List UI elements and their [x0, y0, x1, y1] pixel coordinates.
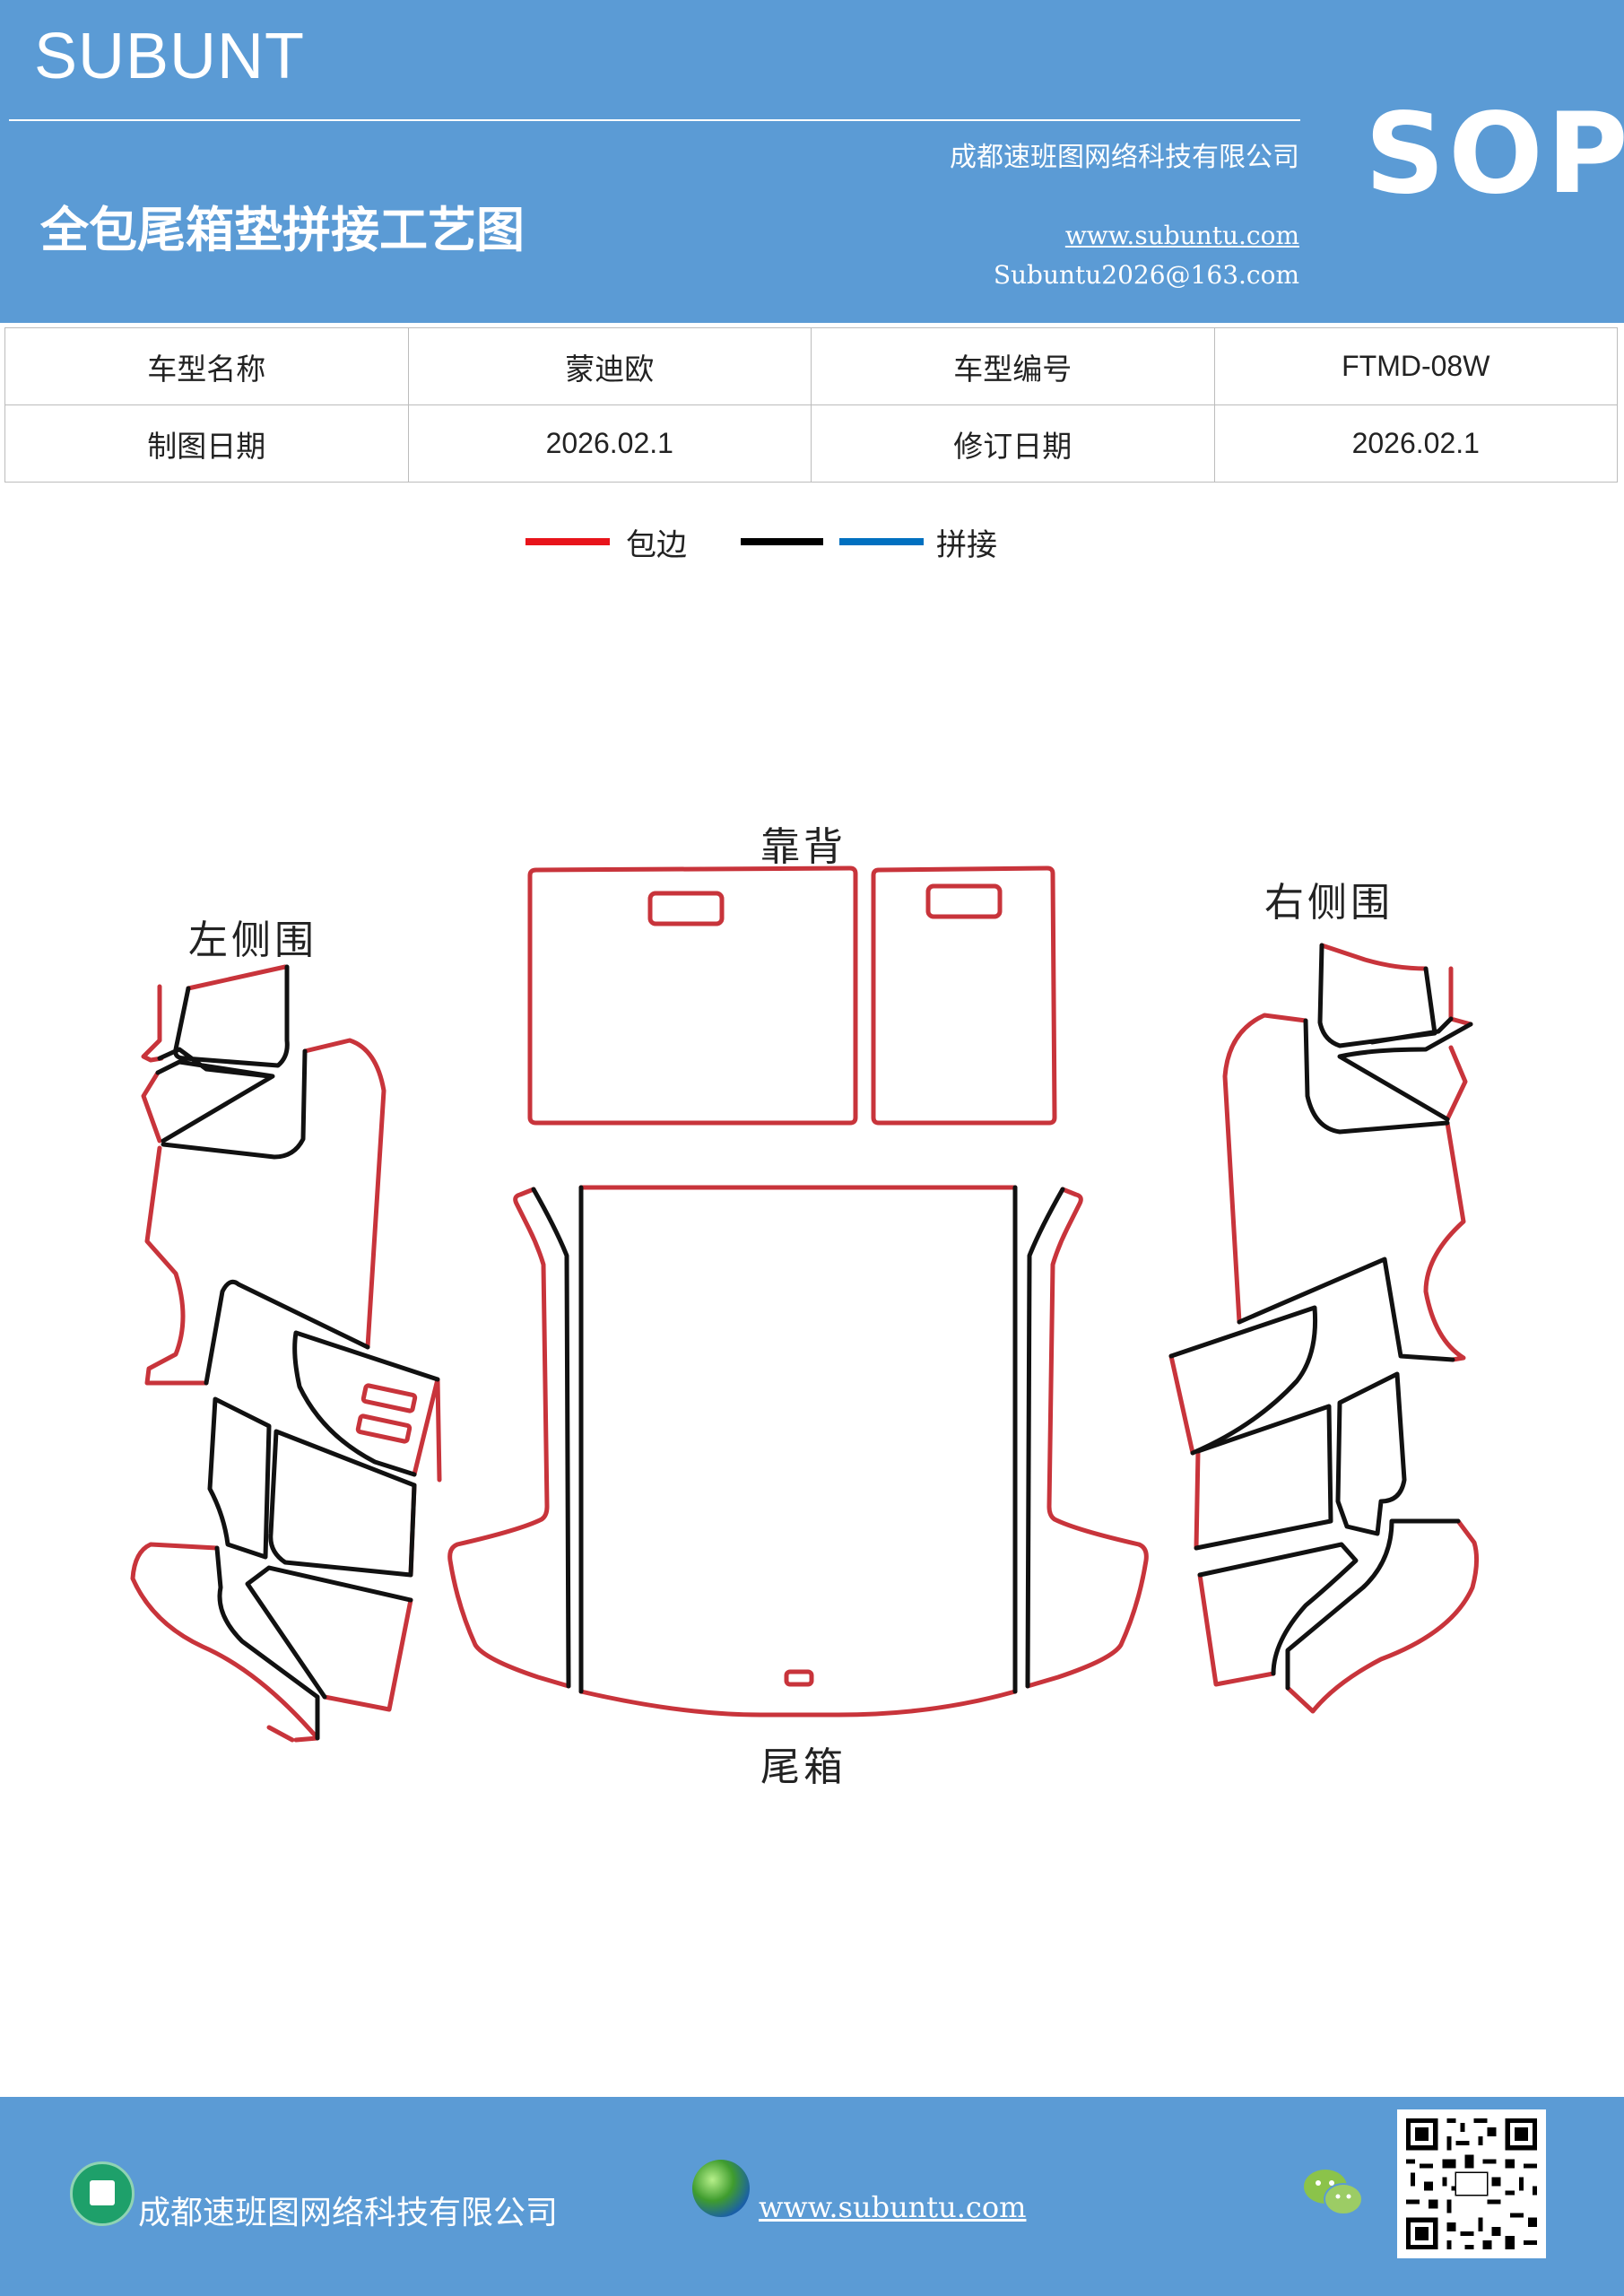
splice-line-swatch	[839, 538, 924, 545]
table-row: 制图日期 2026.02.1 修订日期 2026.02.1	[4, 404, 1618, 483]
model-code-value: FTMD-08W	[1213, 327, 1618, 405]
model-name-value: 蒙迪欧	[407, 327, 812, 405]
table-row: 车型名称 蒙迪欧 车型编号 FTMD-08W	[4, 327, 1618, 405]
splice-legend-label: 拼接	[936, 527, 997, 563]
header-company-name: 成都速班图网络科技有限公司	[950, 142, 1299, 173]
edge-lines	[130, 865, 1480, 1743]
footer-company-name: 成都速班图网络科技有限公司	[138, 2195, 559, 2231]
label-backrest: 靠背	[760, 824, 847, 870]
footer-website-link[interactable]: www.subuntu.com	[759, 2190, 1027, 2224]
building-icon	[70, 2161, 135, 2226]
left-side-lower-piece	[214, 1545, 413, 1741]
right-side-top-edge	[1319, 943, 1429, 971]
left-side-top-edge	[186, 964, 288, 991]
wechat-icon[interactable]	[1302, 2167, 1365, 2219]
right-side-lower-piece	[1197, 1518, 1461, 1691]
header-email[interactable]: Subuntu2026@163.com	[993, 260, 1299, 290]
footer-banner: 成都速班图网络科技有限公司 www.subuntu.com	[0, 2097, 1624, 2296]
left-side-slot-a	[360, 1383, 418, 1413]
backrest-left-panel	[527, 865, 858, 1126]
label-right-side: 右侧围	[1264, 880, 1394, 926]
left-side-mid-edge	[412, 1377, 442, 1483]
trunk-right-wing-splice	[1025, 1187, 1065, 1689]
left-side-mid-piece-d	[268, 1429, 417, 1578]
left-side-mid-piece-c	[207, 1396, 272, 1560]
backrest-right-handle	[925, 883, 1003, 919]
header-website-link[interactable]: www.subuntu.com	[1064, 221, 1299, 250]
backrest-right-panel	[871, 865, 1057, 1126]
brand-logo-text: SUBUNT	[34, 21, 306, 92]
right-side-outer-edge	[1222, 1013, 1466, 1362]
backrest-left-handle	[647, 891, 725, 926]
edge-line-swatch	[525, 538, 610, 545]
left-side-tab-edge	[141, 984, 164, 1144]
right-side-mid-piece-a	[1237, 1257, 1455, 1362]
trunk-right-wing-edge	[1025, 1187, 1149, 1689]
black-line-swatch	[741, 538, 823, 545]
model-name-label: 车型名称	[4, 327, 409, 405]
line-legend: 包边 拼接	[520, 520, 1058, 574]
right-side-lower-edge	[1197, 1518, 1480, 1714]
left-side-mid-piece-a	[204, 1279, 370, 1386]
trunk-floor-tab	[784, 1669, 814, 1687]
header-banner: SUBUNT 成都速班图网络科技有限公司 全包尾箱垫拼接工艺图 www.subu…	[0, 0, 1624, 323]
vehicle-info-table: 车型名称 蒙迪欧 车型编号 FTMD-08W 制图日期 2026.02.1 修订…	[4, 327, 1618, 483]
right-side-tab-edge	[1445, 966, 1473, 1122]
trunk-left-wing-edge	[447, 1187, 571, 1689]
left-side-mid-piece-b	[292, 1330, 440, 1477]
header-divider	[9, 119, 1300, 121]
right-side-mid-piece-b	[1168, 1305, 1318, 1456]
model-code-label: 车型编号	[811, 327, 1215, 405]
globe-icon	[692, 2160, 750, 2217]
right-side-mid-edge	[1168, 1353, 1201, 1551]
sop-badge: SOP	[1365, 90, 1624, 219]
label-trunk: 尾箱	[760, 1744, 847, 1790]
left-side-outer-edge	[144, 1038, 386, 1386]
left-side-top-piece	[155, 964, 308, 1160]
label-left-side: 左侧围	[188, 918, 317, 963]
qr-code-icon[interactable]	[1397, 2109, 1546, 2258]
left-side-slot-b	[355, 1413, 413, 1444]
right-side-mid-piece-c	[1194, 1404, 1333, 1551]
draw-date-label: 制图日期	[4, 404, 409, 483]
trunk-floor-bottom-edge	[578, 1689, 1018, 1718]
right-side-mid-piece-d	[1335, 1371, 1407, 1536]
trunk-left-wing-splice	[531, 1187, 571, 1689]
revise-date-label: 修订日期	[811, 404, 1215, 483]
document-title: 全包尾箱垫拼接工艺图	[40, 202, 525, 258]
revise-date-value: 2026.02.1	[1213, 404, 1618, 483]
draw-date-value: 2026.02.1	[407, 404, 812, 483]
edge-legend-label: 包边	[626, 527, 687, 563]
right-side-top-piece	[1303, 943, 1473, 1135]
trunk-mat-diagram	[130, 865, 1480, 1743]
splice-lines	[155, 943, 1473, 1741]
